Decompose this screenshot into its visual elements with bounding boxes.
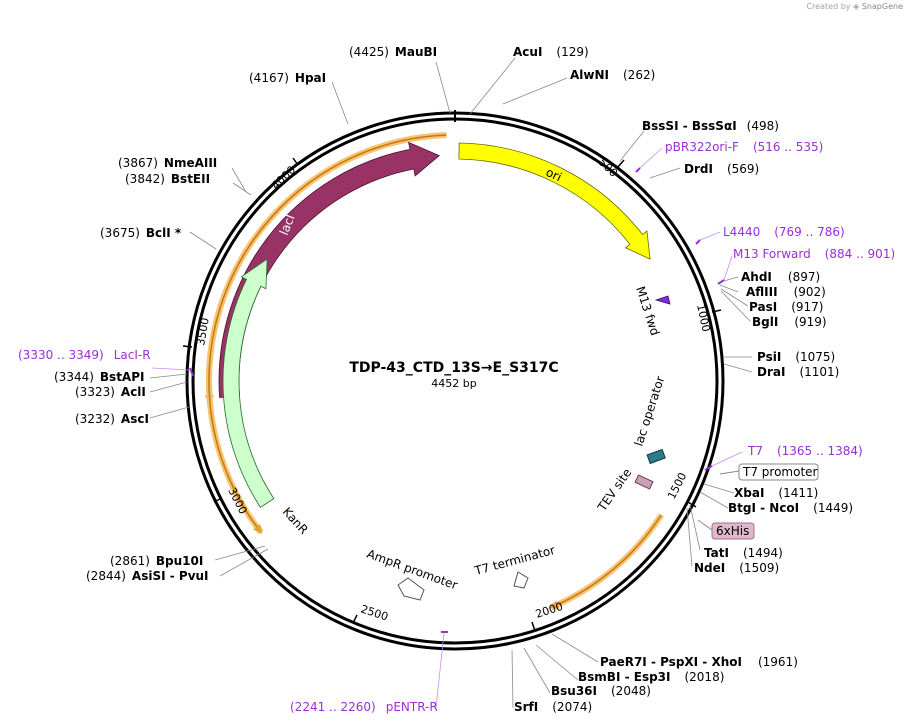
credit-prefix: Created by xyxy=(806,2,851,11)
m13-fwd-arrow xyxy=(654,295,671,305)
site-asci: (3232)AscI xyxy=(75,412,149,426)
site-acli: (3323)AclI xyxy=(75,385,146,399)
t7-terminator-label: T7 terminator xyxy=(472,543,556,578)
site-drdi: DrdI(569) xyxy=(684,162,759,176)
site-psii: PsiI(1075) xyxy=(757,350,835,364)
snapgene-credit: Created by ◈ SnapGene xyxy=(806,2,903,11)
site-srfi: SrfI(2074) xyxy=(514,700,592,714)
tick-2500: 2500 xyxy=(359,602,390,623)
site-pasi: PasI(917) xyxy=(749,300,823,314)
primer-pentr-r: (2241 .. 2260)pENTR-R xyxy=(290,700,438,714)
primer-leaders xyxy=(151,147,743,709)
site-bsteii: (3842)BstEII xyxy=(125,172,210,186)
tev-site-box xyxy=(634,474,654,490)
primer-l4440: L4440(769 .. 786) xyxy=(723,225,845,239)
credit-brand: SnapGene xyxy=(861,2,903,11)
snapgene-logo-icon: ◈ xyxy=(853,2,860,11)
site-labels: (4425)MauBI AcuI(129) (4167)HpaI AlwNI(2… xyxy=(54,45,853,714)
his-tag-label: 6xHis xyxy=(716,524,749,538)
site-asisi: (2844)AsiSI - PvuI xyxy=(86,569,209,583)
ampr-promoter-shape xyxy=(397,577,425,601)
site-bcli: (3675)BclI * xyxy=(100,226,182,240)
site-afliii: AflIII(902) xyxy=(746,285,826,299)
site-xbai: XbaI(1411) xyxy=(734,486,818,500)
site-bsssi: BssSI - BssSαI(498) xyxy=(642,119,779,133)
orf-arc-insert-core xyxy=(549,514,662,609)
site-ahdi: AhdI(897) xyxy=(741,270,820,284)
tick-marks xyxy=(182,157,722,632)
plasmid-length: 4452 bp xyxy=(431,377,476,390)
kanr-label: KanR xyxy=(280,505,311,537)
site-alwni: AlwNI(262) xyxy=(570,68,655,82)
primer-m13-forward: M13 Forward(884 .. 901) xyxy=(733,247,895,261)
primer-pbr322ori-f: pBR322ori-F(516 .. 535) xyxy=(665,140,823,154)
kanr-feature[interactable] xyxy=(222,258,275,508)
ori-feature[interactable] xyxy=(458,142,651,260)
tick-1000: 1000 xyxy=(694,303,713,333)
site-bsu36i: Bsu36I(2048) xyxy=(551,684,651,698)
site-drai: DraI(1101) xyxy=(757,365,839,379)
lac-operator-label: lac operator xyxy=(632,374,668,448)
his-tag-leader xyxy=(697,519,713,531)
t7-promoter-leader xyxy=(719,470,740,475)
site-tati: TatI(1494) xyxy=(704,546,783,560)
primer-marks xyxy=(189,167,725,633)
site-bgli: BglI(919) xyxy=(752,315,827,329)
site-maubi: (4425)MauBI xyxy=(349,45,437,59)
plasmid-name: TDP-43_CTD_13S→E_S317C xyxy=(349,360,558,376)
m13-fwd-label: M13 fwd xyxy=(633,285,662,338)
tick-3500: 3500 xyxy=(194,317,212,347)
tick-2000: 2000 xyxy=(534,600,565,621)
site-nmeaiii: (3867)NmeAIII xyxy=(118,156,217,170)
tev-site-label: TEV site xyxy=(594,466,634,515)
primer-laci-r: (3330 .. 3349)LacI-R xyxy=(18,348,151,362)
site-bpu10i: (2861)Bpu10I xyxy=(110,554,203,568)
site-btgi: BtgI - NcoI(1449) xyxy=(728,501,853,515)
his-tag-box xyxy=(711,522,755,540)
primer-t7: T7(1365 .. 1384) xyxy=(747,444,863,458)
site-acui: AcuI(129) xyxy=(513,45,589,59)
site-hpai: (4167)HpaI xyxy=(249,71,326,85)
t7-promoter-box xyxy=(738,463,819,481)
site-paer7i: PaeR7I - PspXI - XhoI(1961) xyxy=(600,655,798,669)
site-ndei: NdeI(1509) xyxy=(694,561,779,575)
orf-arc-kanr-core xyxy=(208,246,263,534)
site-bstapi: (3344)BstAPI xyxy=(54,370,144,384)
t7-terminator-shape xyxy=(513,571,529,589)
tick-1500: 1500 xyxy=(665,471,689,502)
ori-label: ori xyxy=(544,165,564,184)
site-leaders xyxy=(149,57,753,709)
lac-operator-box xyxy=(646,448,666,465)
primer-labels: pBR322ori-F(516 .. 535) L4440(769 .. 786… xyxy=(18,140,895,714)
t7-promoter-label: T7 promoter xyxy=(742,465,818,479)
site-bsmbi: BsmBI - Esp3I(2018) xyxy=(578,670,724,684)
